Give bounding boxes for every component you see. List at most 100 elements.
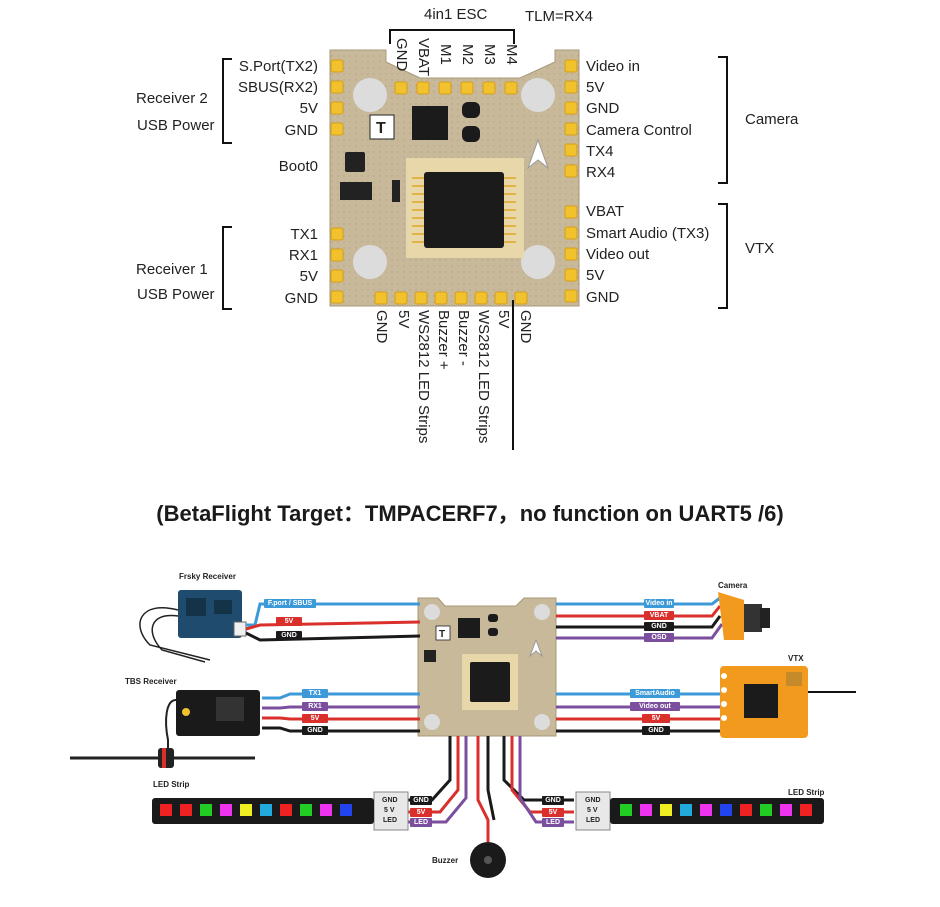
- boot-label: Boot0: [278, 158, 318, 175]
- right-pin: 5V: [586, 267, 605, 284]
- tbs-wires: [262, 692, 420, 733]
- right-pin: GND: [586, 100, 620, 117]
- wire-tag-fport: F.port / SBUS: [264, 599, 316, 608]
- camera-wires: [556, 596, 724, 640]
- right-pin: GND: [586, 289, 620, 306]
- led-connector-left: [373, 791, 409, 831]
- left-pin: GND: [284, 122, 318, 139]
- right-pin: 5V: [586, 79, 605, 96]
- svg-text:T: T: [376, 120, 386, 137]
- wire-tag-led-gnd: GND: [542, 796, 564, 805]
- bottom-pin: Buzzer +: [435, 310, 452, 370]
- receiver1-bracket: [222, 226, 232, 310]
- led-strip-right: [610, 798, 824, 824]
- flight-controller-small: T: [417, 597, 557, 737]
- frsky-wires: [245, 602, 421, 642]
- wire-tag-video-out: Video out: [630, 702, 680, 711]
- wire-tag-gnd: GND: [276, 631, 302, 640]
- led-strip-left-label: LED Strip: [153, 780, 190, 789]
- tlm-label: TLM=RX4: [525, 8, 593, 25]
- boot-button: [345, 152, 365, 172]
- left-pin: 5V: [299, 268, 318, 285]
- connector-pin: GND: [382, 797, 398, 804]
- bottom-pin: GND: [373, 310, 390, 344]
- right-pin: Camera Control: [586, 122, 692, 139]
- tbs-receiver-label: TBS Receiver: [125, 677, 177, 686]
- wire-tag-led-gnd: GND: [410, 796, 432, 805]
- left-pin: GND: [284, 290, 318, 307]
- gyro-chip: [412, 106, 448, 140]
- tbs-receiver: [70, 690, 260, 768]
- wire-tag-5v: 5V: [642, 714, 670, 723]
- right-pin: Smart Audio (TX3): [586, 225, 710, 242]
- esc-pin: M1: [437, 44, 454, 65]
- receiver1-label: Receiver 1: [136, 261, 208, 278]
- wire-tag-led-data: LED: [410, 818, 432, 827]
- left-pin: TX1: [290, 226, 318, 243]
- left-pin: S.Port(TX2): [238, 58, 318, 75]
- esc-pin: M3: [481, 44, 498, 65]
- mount-hole: [353, 245, 387, 279]
- connector-pin: 5 V: [587, 807, 598, 814]
- vtx-label-small: VTX: [788, 654, 804, 663]
- bottom-pin: Buzzer -: [455, 310, 472, 366]
- bottom-pin: WS2812 LED Strips: [475, 310, 492, 444]
- right-pin: RX4: [586, 164, 616, 181]
- vtx-label: VTX: [745, 240, 775, 257]
- wire-tag-gnd: GND: [302, 726, 328, 735]
- buzzer-label: Buzzer: [432, 856, 459, 865]
- camera-label-small: Camera: [718, 581, 748, 590]
- wire-tag-rx1: RX1: [302, 702, 328, 711]
- left-pin: SBUS(RX2): [237, 79, 318, 96]
- led-connector-right: [575, 791, 611, 831]
- betaflight-target-title: (BetaFlight Target：TMPACERF7，no function…: [156, 501, 784, 526]
- esc-pin: GND: [393, 38, 410, 72]
- esc-label: 4in1 ESC: [424, 6, 488, 23]
- connector-pin: LED: [383, 817, 397, 824]
- esc-pin: M4: [503, 44, 520, 65]
- wire-tag-5v: 5V: [276, 617, 302, 626]
- bottom-pin: 5V: [495, 310, 512, 329]
- esc-pin: VBAT: [415, 38, 432, 77]
- wire-tag-led-5v: 5V: [542, 808, 564, 817]
- receiver2-bracket: [222, 58, 232, 144]
- connector-pin: GND: [585, 797, 601, 804]
- led-strip-left: [152, 798, 374, 824]
- right-pin: TX4: [586, 143, 614, 160]
- bottom-pin: 5V: [395, 310, 412, 329]
- right-pin: VBAT: [586, 203, 625, 220]
- left-pin: 5V: [299, 100, 318, 117]
- esc-pin: M2: [459, 44, 476, 65]
- buzzer: [470, 842, 506, 878]
- flight-controller-board: T: [329, 49, 580, 307]
- mount-hole: [353, 78, 387, 112]
- mcu-chip: [424, 172, 504, 248]
- camera: [718, 592, 770, 640]
- vtx-wires: [556, 692, 720, 733]
- wire-tag-5v: 5V: [302, 714, 328, 723]
- camera-label: Camera: [745, 111, 799, 128]
- wire-tag-led-5v: 5V: [410, 808, 432, 817]
- receiver2-label: Receiver 2: [136, 90, 208, 107]
- bottom-pin: WS2812 LED Strips: [415, 310, 432, 444]
- frsky-receiver-label: Frsky Receiver: [179, 572, 236, 581]
- wire-tag-osd: OSD: [644, 633, 674, 642]
- mount-hole: [521, 245, 555, 279]
- arrow-icon: [526, 138, 550, 170]
- left-pin: RX1: [288, 247, 318, 264]
- frsky-receiver: [139, 590, 247, 663]
- wire-tag-tx1: TX1: [302, 689, 328, 698]
- right-pin: Video out: [586, 246, 650, 263]
- wire-tag-led-data: LED: [542, 818, 564, 827]
- vtx: [720, 666, 856, 738]
- solder-pads: [330, 59, 578, 305]
- esc-bracket: [389, 29, 515, 44]
- connector-pin: 5 V: [384, 807, 395, 814]
- wire-tag-video-in: Video in: [644, 599, 674, 608]
- svg-text:T: T: [439, 629, 445, 640]
- wire-tag-smartaudio: SmartAudio: [630, 689, 680, 698]
- wire-tag-gnd: GND: [642, 726, 670, 735]
- connector-pin: LED: [586, 817, 600, 824]
- wire-tag-vbat: VBAT: [644, 611, 674, 620]
